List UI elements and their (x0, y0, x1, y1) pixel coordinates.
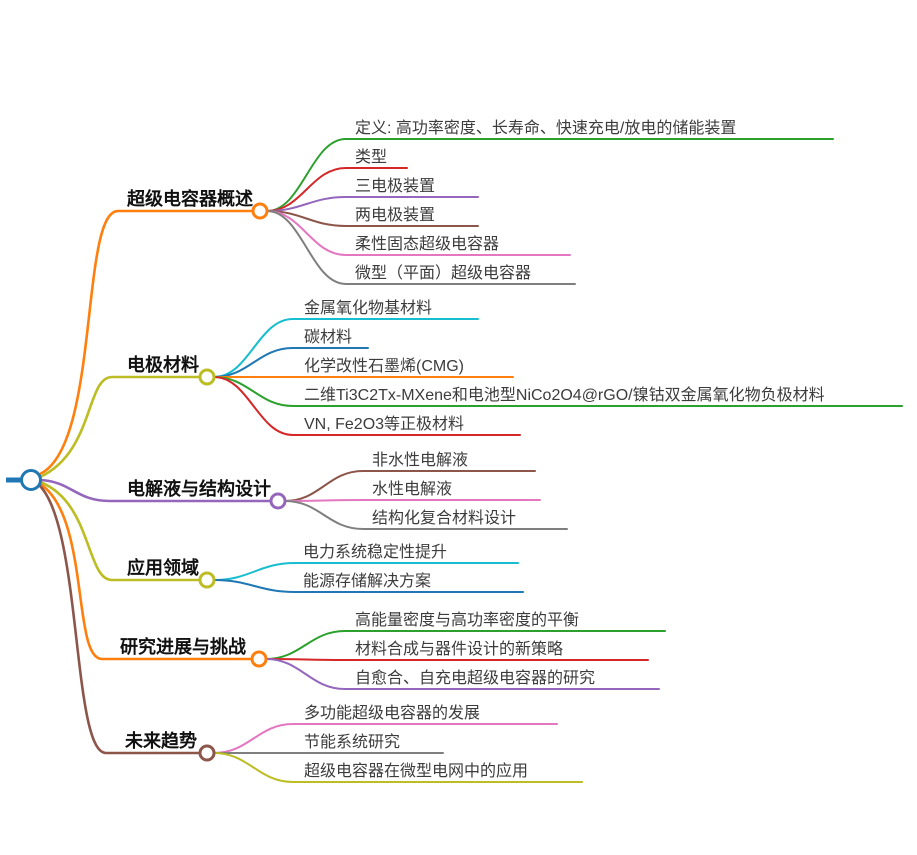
child-connector (213, 752, 583, 783)
child-connector (266, 210, 576, 285)
child-connector (266, 167, 408, 212)
child-connector (265, 630, 666, 660)
branch-label: 研究进展与挑战 (120, 636, 246, 657)
branch-connector (38, 480, 202, 582)
child-label: 水性电解液 (372, 480, 452, 498)
child-connector (266, 210, 479, 227)
branch-node-circle[interactable] (198, 368, 216, 386)
child-label: 类型 (355, 148, 387, 166)
branch-node-circle[interactable] (250, 650, 268, 668)
branch-node-circle[interactable] (251, 202, 269, 220)
child-connector (284, 499, 541, 502)
child-connector (213, 579, 524, 593)
branch-label: 未来趋势 (125, 730, 197, 751)
child-label: 电力系统稳定性提升 (303, 543, 447, 561)
child-connector (266, 138, 834, 212)
branch-label: 应用领域 (127, 557, 199, 578)
child-label: 二维Ti3C2Tx-MXene和电池型NiCo2O4@rGO/镍钴双金属氧化物负… (304, 386, 825, 404)
child-label: 化学改性石墨烯(CMG) (304, 357, 464, 375)
child-label: 金属氧化物基材料 (304, 299, 432, 317)
child-connector (213, 347, 369, 378)
child-connector (213, 562, 519, 581)
branch-node-circle[interactable] (198, 571, 216, 589)
branch-node-circle[interactable] (269, 492, 287, 510)
branch-connector (38, 482, 254, 661)
child-label: 柔性固态超级电容器 (355, 235, 499, 253)
child-label: 节能系统研究 (304, 733, 400, 751)
child-connector (265, 658, 649, 661)
child-label: 碳材料 (304, 328, 352, 346)
branch-connector (37, 483, 202, 755)
branch-connector (39, 478, 273, 503)
child-label: 三电极装置 (355, 177, 435, 195)
child-label: 定义: 高功率密度、长寿命、快速充电/放电的储能装置 (355, 119, 736, 137)
child-label: 非水性电解液 (372, 451, 468, 469)
child-label: 能源存储解决方案 (303, 572, 431, 590)
child-label: 微型（平面）超级电容器 (355, 264, 531, 282)
child-connector (213, 376, 521, 436)
branch-connector (38, 375, 202, 479)
child-label: 自愈合、自充电超级电容器的研究 (355, 669, 595, 687)
child-connector (213, 723, 558, 754)
child-connector (284, 500, 568, 530)
child-connector (265, 658, 660, 690)
child-label: 结构化复合材料设计 (372, 509, 516, 527)
child-label: 多功能超级电容器的发展 (304, 704, 480, 722)
child-label: 高能量密度与高功率密度的平衡 (355, 611, 579, 629)
child-connector (213, 318, 479, 378)
child-label: 超级电容器在微型电网中的应用 (304, 761, 528, 780)
child-label: VN, Fe2O3等正极材料 (304, 415, 464, 433)
branch-label: 电解液与结构设计 (127, 478, 271, 499)
root-node-circle[interactable] (20, 469, 42, 491)
child-label: 两电极装置 (355, 206, 435, 224)
branch-label: 超级电容器概述 (127, 188, 253, 209)
branch-connector (38, 209, 255, 476)
child-label: 材料合成与器件设计的新策略 (355, 640, 563, 658)
branch-node-circle[interactable] (198, 744, 216, 762)
child-connector (266, 196, 479, 212)
branch-label: 电极材料 (127, 354, 199, 375)
child-connector (284, 470, 536, 502)
